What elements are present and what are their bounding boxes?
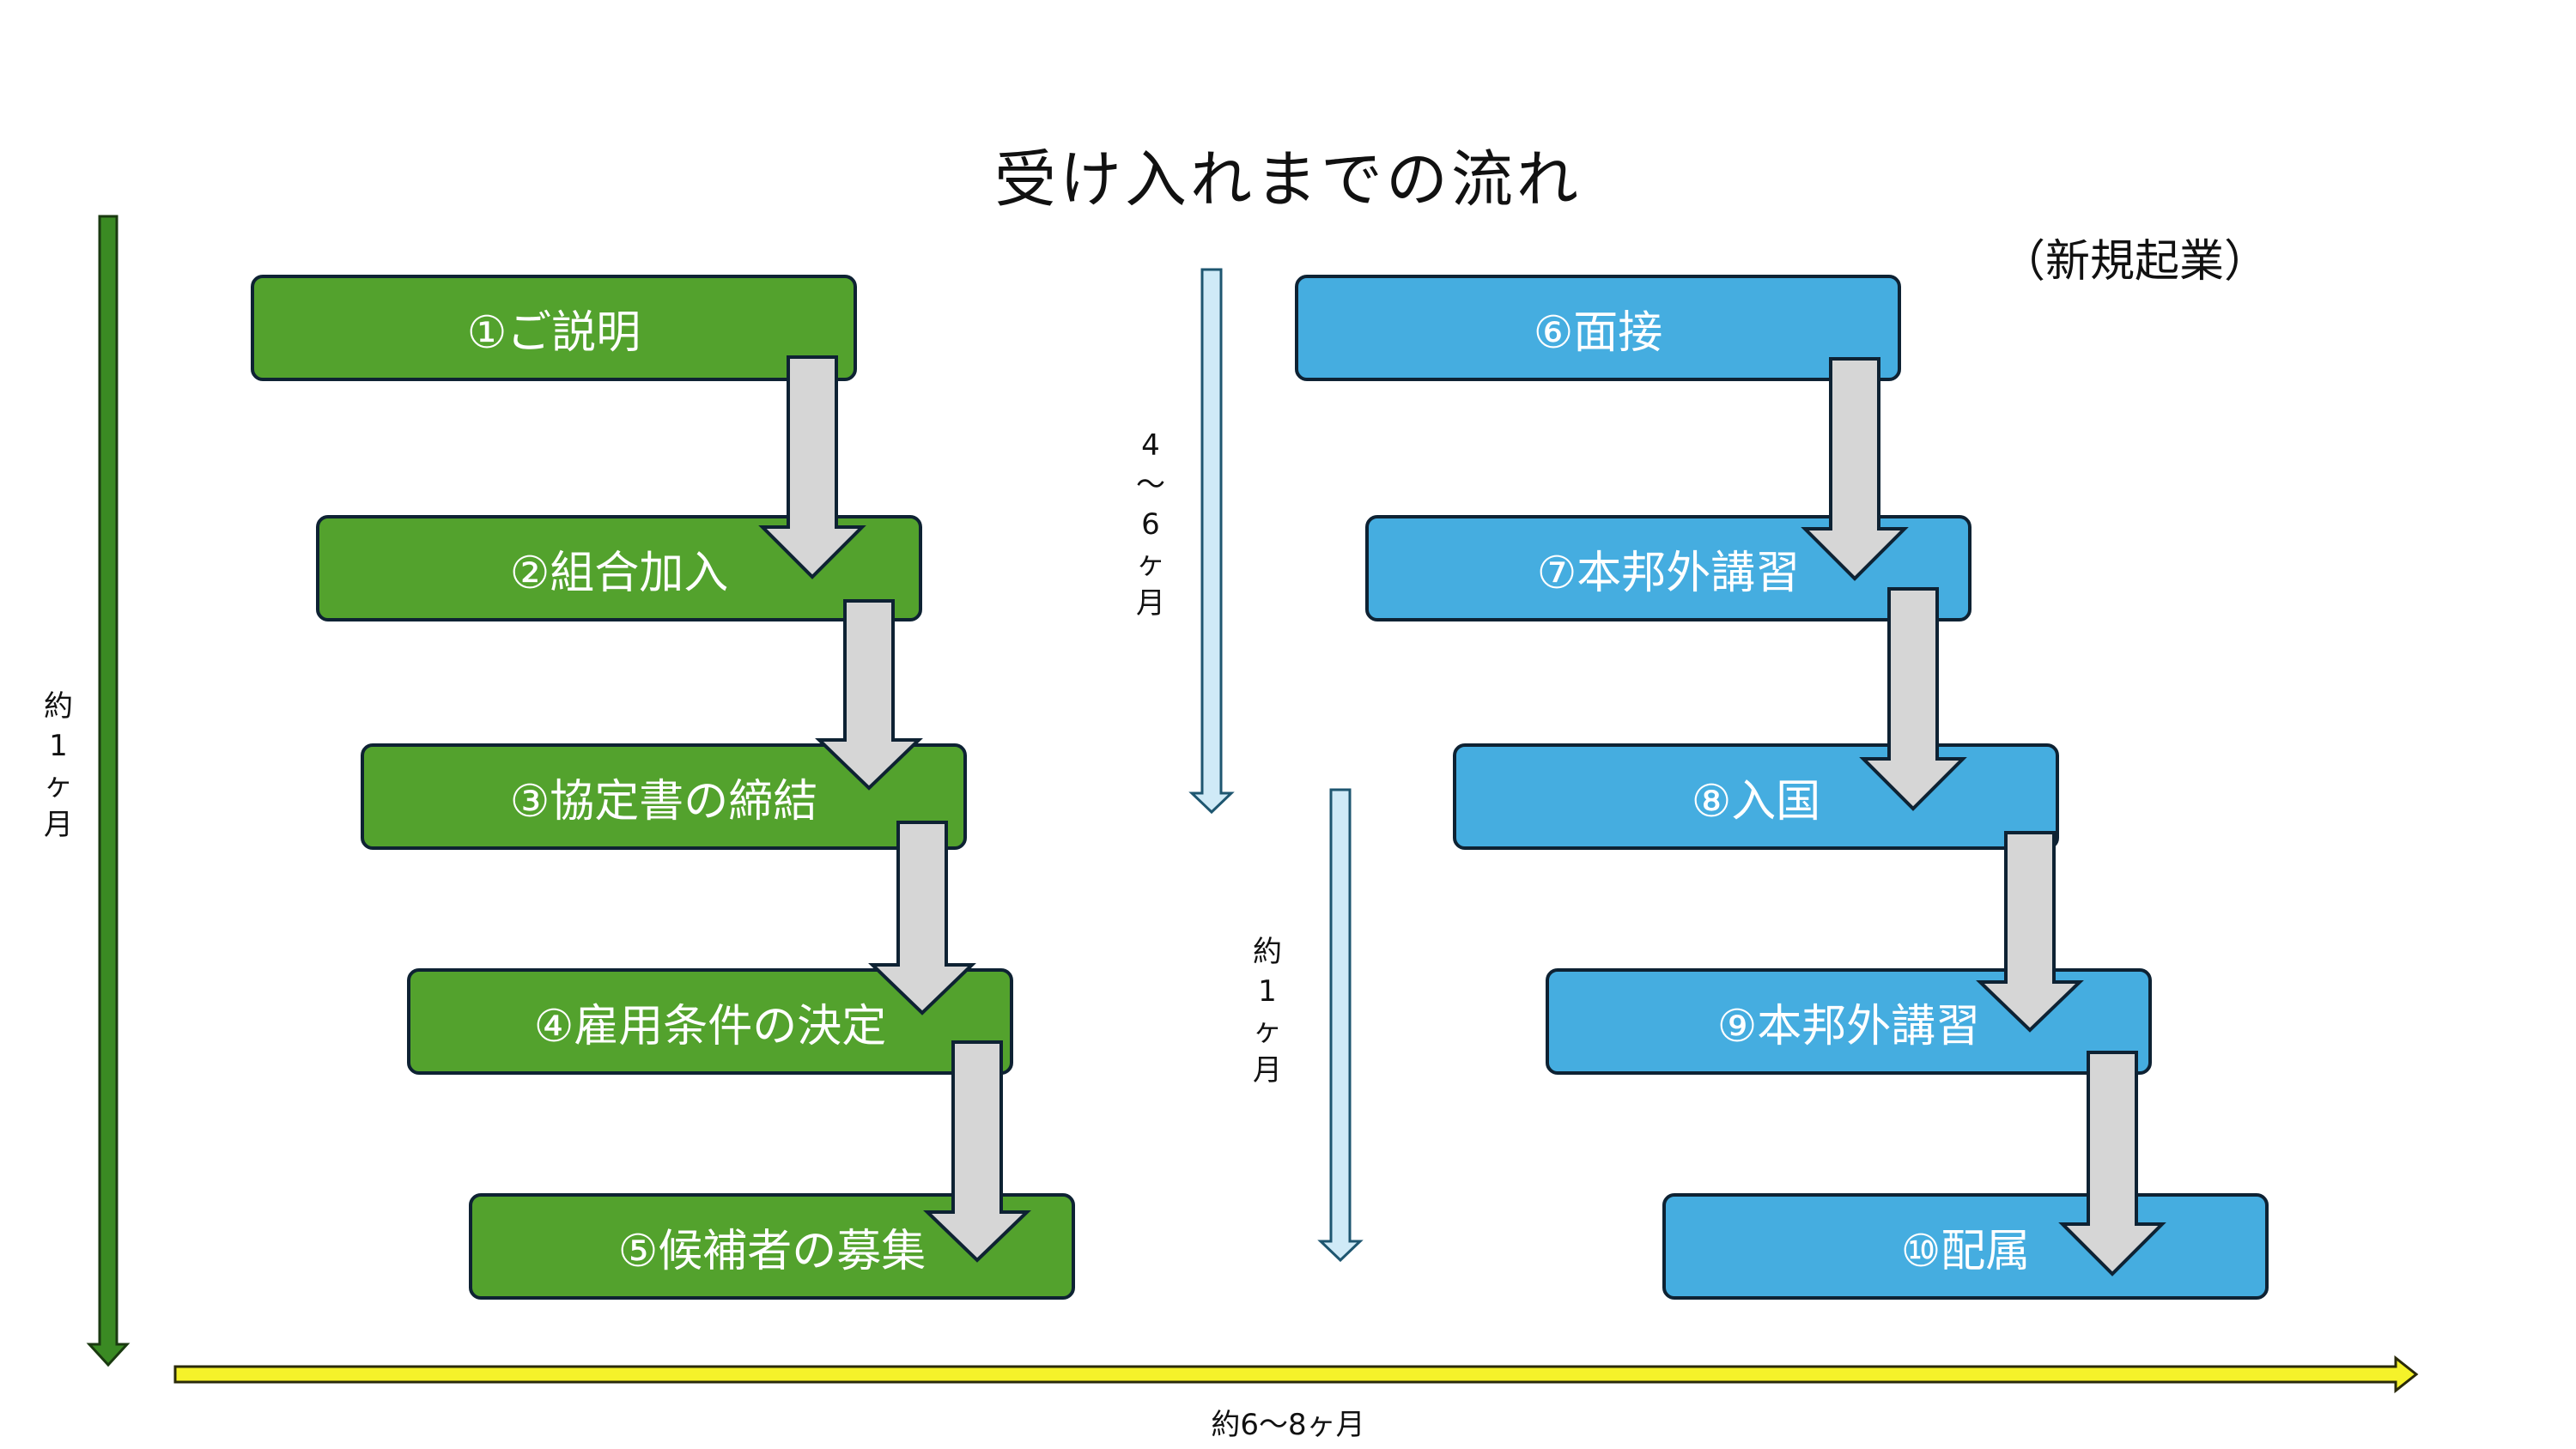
step-arrow-9-10	[2058, 1051, 2166, 1276]
middle-top-duration-char-1: 4	[1141, 428, 1160, 463]
step-label-1: ①ご説明	[466, 306, 641, 359]
left-timeline-arrow	[86, 215, 131, 1367]
step-label-6: ⑥面接	[1533, 306, 1663, 359]
diagram-subtitle: （新規起業）	[2001, 236, 2269, 288]
middle-top-timeline-arrow	[1188, 268, 1235, 815]
step-label-3: ③協定書の締結	[509, 775, 818, 828]
step-arrow-6-7	[1801, 357, 1909, 581]
middle-top-duration-char-5: 月	[1136, 586, 1165, 621]
step-arrow-8-9	[1976, 831, 2084, 1033]
middle-top-duration-char-3: 6	[1141, 507, 1160, 542]
step-arrow-4-5	[923, 1040, 1031, 1263]
step-label-4: ④雇用条件の決定	[533, 1000, 887, 1052]
middle-top-duration-char-2: 〜	[1136, 468, 1165, 502]
left-duration-char-2: 1	[49, 729, 68, 763]
left-duration-char-4: 月	[44, 808, 73, 842]
left-duration-char-3: ヶ	[44, 768, 73, 803]
step-label-8: ⑧入国	[1691, 775, 1821, 828]
step-label-7: ⑦本邦外講習	[1536, 547, 1801, 599]
step-box-10: ⑩配属	[1662, 1193, 2269, 1300]
bottom-duration-label: 約6〜8ヶ月	[1211, 1408, 1365, 1442]
middle-bottom-duration-char-2: 1	[1258, 974, 1277, 1009]
middle-bottom-duration-char-1: 約	[1253, 935, 1282, 969]
step-box-1: ①ご説明	[251, 275, 857, 381]
middle-top-duration-label: 4 〜 6 ヶ 月	[1125, 426, 1176, 623]
diagram-title: 受け入れまでの流れ	[993, 143, 1582, 215]
step-label-10: ⑩配属	[1900, 1225, 2031, 1277]
left-duration-label: 約 1 ヶ 月	[33, 687, 84, 845]
step-arrow-2-3	[815, 599, 923, 791]
step-label-9: ⑨本邦外講習	[1716, 1000, 1981, 1052]
step-label-2: ②組合加入	[509, 547, 729, 599]
middle-bottom-duration-char-4: 月	[1253, 1053, 1282, 1088]
middle-bottom-timeline-arrow	[1317, 788, 1364, 1263]
step-arrow-7-8	[1859, 587, 1967, 811]
middle-bottom-duration-char-3: ヶ	[1253, 1014, 1282, 1048]
step-label-5: ⑤候補者の募集	[617, 1225, 927, 1277]
middle-top-duration-char-4: ヶ	[1136, 547, 1165, 581]
bottom-timeline-arrow	[173, 1355, 2419, 1394]
middle-bottom-duration-label: 約 1 ヶ 月	[1242, 932, 1293, 1090]
step-box-6: ⑥面接	[1295, 275, 1901, 381]
step-arrow-1-2	[758, 355, 866, 579]
left-duration-char-1: 約	[44, 689, 73, 724]
step-arrow-3-4	[868, 821, 976, 1016]
